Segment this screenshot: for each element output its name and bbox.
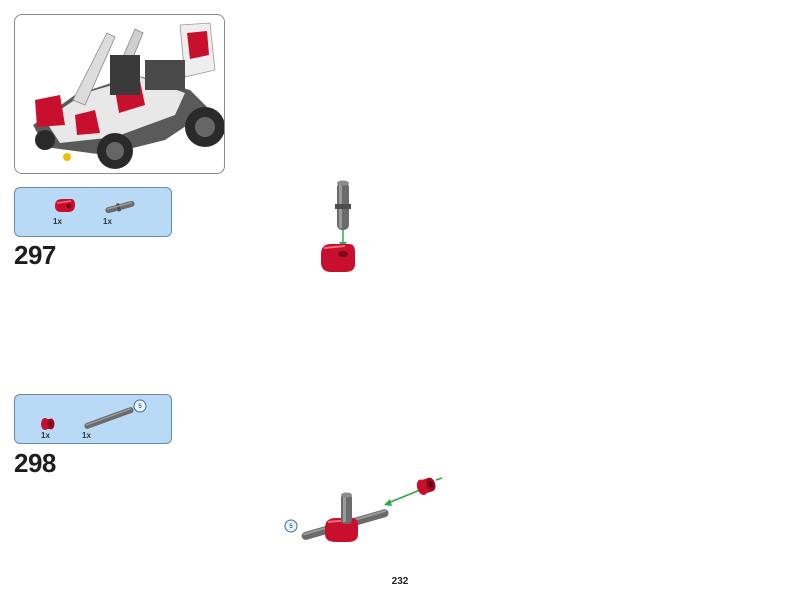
length-badge-text: 5 — [289, 524, 293, 530]
arrow-left-icon — [387, 489, 421, 504]
length-badge-text: 5 — [138, 404, 142, 410]
page-number: 232 — [391, 576, 409, 587]
red-beam-connector-icon — [55, 199, 75, 212]
part-qty: 1x — [82, 431, 91, 440]
grey-axle-pin-icon — [105, 200, 135, 214]
parts-list-298: 1x 5 1x — [14, 394, 172, 444]
part-qty: 1x — [103, 217, 112, 226]
red-bush-icon — [416, 477, 436, 495]
red-beam-connector-icon — [321, 244, 355, 272]
length-badge-icon: 5 — [133, 399, 147, 413]
part-qty: 1x — [53, 217, 62, 226]
model-preview-box — [14, 14, 225, 174]
step-number: 297 — [14, 240, 56, 270]
length-badge-icon: 5 — [284, 519, 298, 533]
grey-axle-pin-icon — [341, 494, 352, 524]
grey-axle-icon — [84, 407, 134, 429]
parts-list-297: 1x 1x — [14, 187, 172, 237]
step-298-assembly: 5 — [284, 477, 443, 542]
step-number: 298 — [14, 448, 56, 478]
part-qty: 1x — [41, 431, 50, 440]
model-preview-icon — [33, 22, 224, 169]
step-297-assembly — [321, 180, 355, 272]
red-bush-icon — [41, 418, 55, 430]
